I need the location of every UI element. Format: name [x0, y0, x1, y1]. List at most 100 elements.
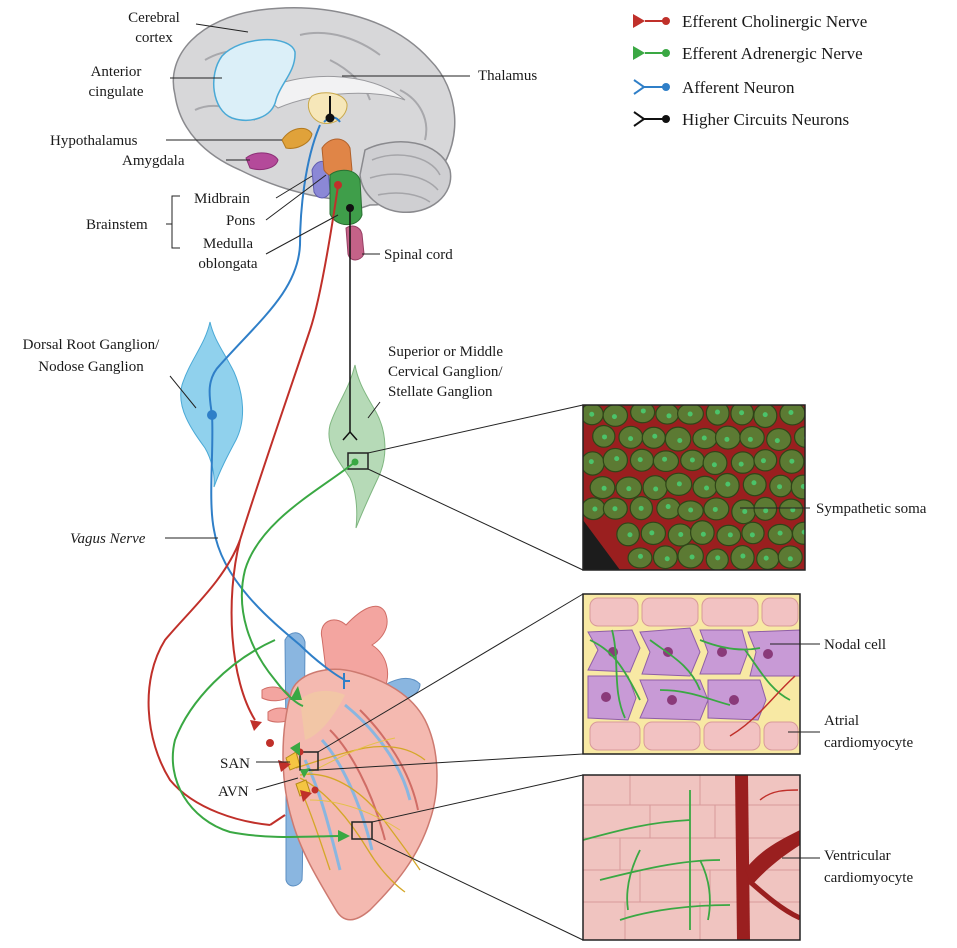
hypothalamus-region: [281, 127, 313, 149]
inset-sympathetic-soma: [367, 404, 806, 571]
soma-nucleus: [787, 556, 793, 562]
ganglion-labels: Dorsal Root Ganglion/ Nodose Ganglion Su…: [23, 337, 504, 547]
label-ventricular-1: Ventricular: [824, 848, 891, 864]
soma-cell: [705, 405, 730, 426]
soma-nucleus: [800, 484, 805, 490]
label-pons: Pons: [226, 213, 255, 229]
pons-region: [321, 138, 353, 178]
soma-nucleus: [628, 436, 634, 442]
amygdala-region: [245, 152, 279, 171]
label-cervical-1: Superior or Middle: [388, 344, 503, 360]
legend-item-cholinergic: Efferent Cholinergic Nerve: [633, 12, 867, 31]
soma-nucleus: [614, 456, 620, 462]
soma-nucleus: [760, 458, 766, 464]
label-cervical-2: Cervical Ganglion/: [388, 364, 503, 380]
label-sympathetic-soma: Sympathetic soma: [816, 501, 927, 517]
soma-nucleus: [749, 532, 755, 538]
soma-nucleus: [700, 531, 706, 537]
label-hypothalamus: Hypothalamus: [50, 133, 138, 149]
soma-nucleus: [714, 409, 720, 415]
label-dorsal-root-1: Dorsal Root Ganglion/: [23, 337, 160, 353]
legend-item-higher-circuits: Higher Circuits Neurons: [633, 110, 849, 129]
legend-item-adrenergic: Efferent Adrenergic Nerve: [633, 44, 863, 63]
soma-nucleus: [777, 484, 783, 490]
label-cervical-3: Stellate Ganglion: [388, 384, 493, 400]
soma-nucleus: [725, 481, 731, 487]
soma-nucleus: [662, 456, 668, 462]
legend-label-cholinergic: Efferent Cholinergic Nerve: [682, 12, 867, 31]
heart-illustration: [261, 605, 438, 921]
soma-nucleus: [637, 457, 643, 463]
soma-nucleus: [701, 435, 707, 441]
san-zoom-box: [299, 751, 319, 771]
soma-nucleus: [588, 459, 594, 465]
heart-labels: SAN AVN: [218, 756, 250, 800]
label-brainstem: Brainstem: [86, 217, 148, 233]
soma-nucleus: [763, 555, 769, 561]
soma-nucleus: [688, 507, 694, 513]
soma-nucleus: [724, 436, 730, 442]
soma-nucleus: [689, 457, 695, 463]
soma-nucleus: [676, 481, 682, 487]
label-medulla-2: oblongata: [198, 256, 257, 272]
soma-nucleus: [763, 508, 769, 514]
label-san: SAN: [220, 756, 250, 772]
spinal-cord-region: [345, 225, 365, 261]
label-dorsal-root-2: Nodose Ganglion: [38, 359, 144, 375]
inset-ventricular: [371, 774, 801, 941]
label-vagus-nerve: Vagus Nerve: [70, 531, 146, 547]
inset-nodal-atrial: [317, 593, 801, 771]
higher-circuits-neuron-path: [325, 96, 358, 441]
soma-cell: [630, 405, 656, 424]
soma-nucleus: [790, 507, 796, 513]
soma-nucleus: [592, 506, 598, 512]
soma-cell: [793, 426, 805, 448]
soma-nucleus: [649, 530, 655, 536]
legend-label-afferent: Afferent Neuron: [682, 78, 795, 97]
soma-nucleus: [689, 554, 695, 560]
label-midbrain: Midbrain: [194, 191, 250, 207]
brain-labels: Cerebral cortex Anterior cingulate Thala…: [50, 10, 537, 272]
label-cerebral-cortex-2: cortex: [135, 30, 173, 46]
dorsal-root-ganglion: [180, 321, 244, 488]
soma-nucleus: [740, 553, 746, 559]
soma-nucleus: [704, 485, 710, 491]
soma-nucleus: [664, 556, 670, 562]
soma-nucleus: [738, 461, 744, 467]
soma-nucleus: [652, 433, 658, 439]
soma-nucleus: [612, 506, 618, 512]
soma-nucleus: [712, 506, 718, 512]
soma-nucleus: [687, 411, 693, 417]
soma-nucleus: [602, 434, 608, 440]
soma-nucleus: [601, 485, 607, 491]
soma-nucleus: [801, 529, 805, 535]
anterior-cingulate-region: [213, 39, 296, 121]
soma-nucleus: [638, 505, 644, 511]
soma-nucleus: [711, 462, 717, 468]
brain-illustration: [172, 7, 456, 261]
soma-nucleus: [788, 410, 794, 416]
ventricle-zoom-box: [351, 821, 373, 840]
soma-nucleus: [589, 411, 595, 417]
legend-item-afferent: Afferent Neuron: [633, 78, 795, 97]
label-anterior-cingulate-2: cingulate: [89, 84, 144, 100]
cervical-stellate-ganglion: [328, 364, 386, 529]
label-atrial-1: Atrial: [824, 713, 859, 729]
soma-nucleus: [727, 532, 733, 538]
adrenergic-nerve-path: [171, 458, 359, 842]
soma-nucleus: [789, 458, 795, 464]
soma-cell: [655, 405, 680, 425]
soma-nucleus: [665, 504, 671, 510]
soma-nucleus: [739, 410, 745, 416]
soma-nucleus: [678, 532, 684, 538]
soma-cell: [739, 425, 765, 449]
soma-nucleus: [777, 530, 783, 536]
inset-labels: Sympathetic soma Nodal cell Atrial cardi…: [816, 501, 927, 886]
label-ventricular-2: cardiomyocyte: [824, 870, 913, 886]
soma-nucleus: [774, 438, 780, 444]
label-anterior-cingulate-1: Anterior: [91, 64, 142, 80]
label-amygdala: Amygdala: [122, 153, 185, 169]
label-cerebral-cortex-1: Cerebral: [128, 10, 180, 26]
leader-lines: [165, 23, 820, 859]
